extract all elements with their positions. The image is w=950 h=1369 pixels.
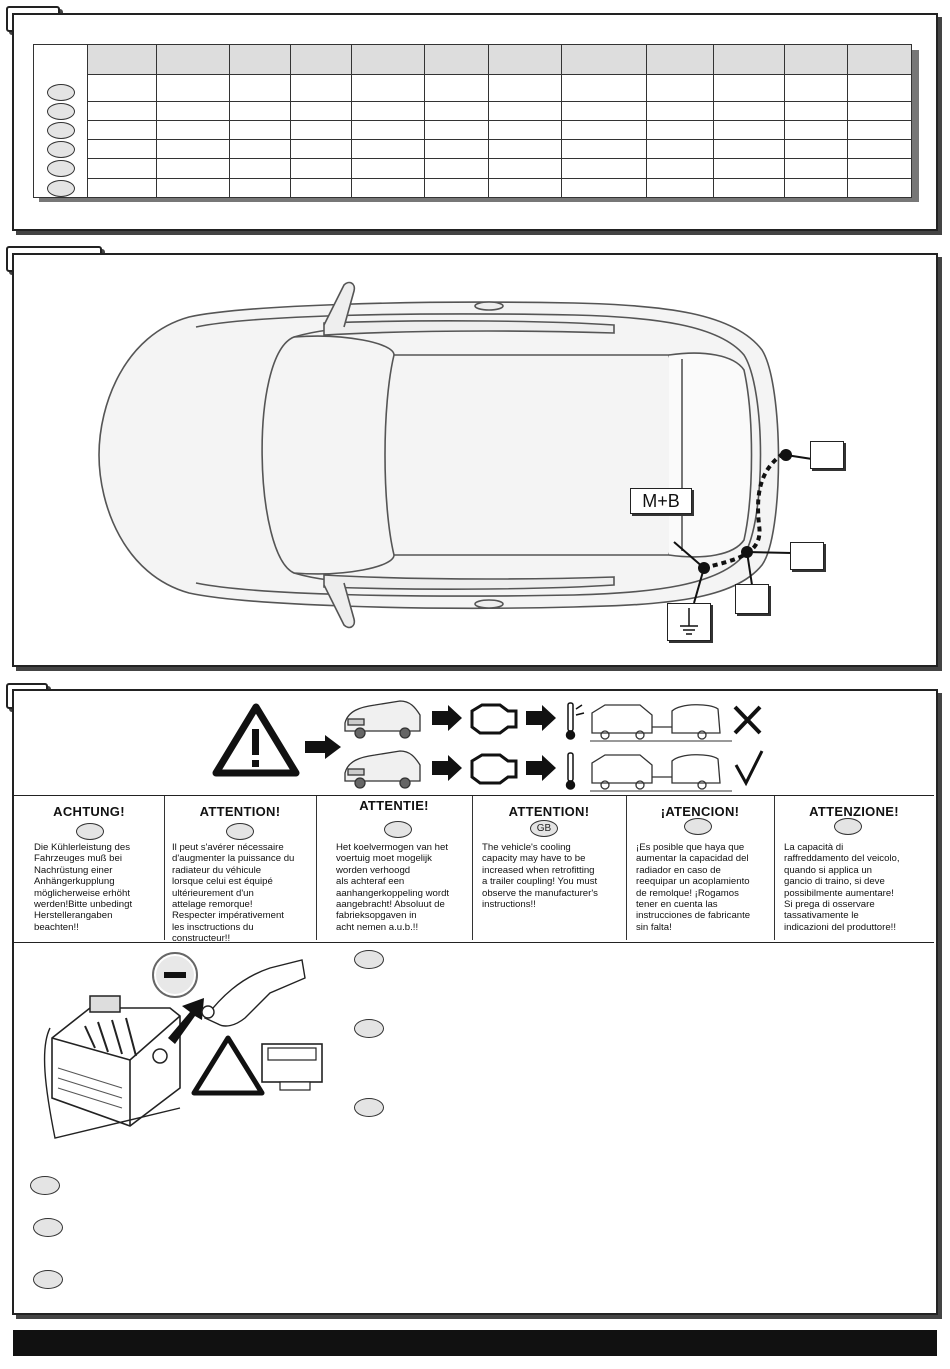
step-marker-oval [354, 1098, 384, 1117]
row-marker-oval [47, 141, 75, 158]
connector-label-box-upper [810, 441, 844, 469]
table-row [34, 119, 912, 141]
connector-label-box-lower [735, 584, 769, 614]
arrow-right-icon [305, 735, 341, 759]
warning-title: ACHTUNG! [53, 804, 125, 819]
multilingual-warning-band: ACHTUNG! Die Kühlerleistung des Fahrzeug… [14, 795, 934, 944]
footer-bar [13, 1330, 937, 1356]
warning-title: ATTENTIE! [359, 798, 429, 813]
warning-text: ¡Es posible que haya que aumentar la cap… [636, 842, 751, 933]
ground-label-box [667, 603, 711, 641]
row-marker-oval [47, 103, 75, 120]
warning-title: ATTENZIONE! [809, 804, 899, 819]
car-top-view-diagram [98, 281, 813, 629]
table-row [34, 177, 912, 199]
warning-text: The vehicle's cooling capacity may have … [482, 842, 598, 911]
step-marker-oval [33, 1270, 63, 1289]
warning-text: La capacità di raffreddamento del veicol… [784, 842, 900, 933]
warning-title: ATTENTION! [199, 804, 281, 819]
step-marker-oval [354, 950, 384, 969]
language-badge [684, 818, 712, 835]
row-marker-oval [47, 160, 75, 177]
battery-disconnect-illustration [43, 952, 323, 1139]
warning-text: Il peut s'avérer nécessaire d'augmenter … [172, 842, 295, 945]
warning-fr: ATTENTION! Il peut s'avérer nécessaire d… [164, 796, 317, 944]
warning-text: Die Kühlerleistung des Fahrzeuges muß be… [34, 842, 133, 933]
cooling-sequence-allowed [344, 750, 764, 792]
row-marker-oval [47, 122, 75, 139]
language-badge [834, 818, 862, 835]
step-marker-oval [33, 1218, 63, 1237]
warning-title: ¡ATENCION! [660, 804, 740, 819]
table-row [34, 74, 912, 102]
warning-text: Het koelvermogen van het voertuig moet m… [336, 842, 450, 933]
connector-label-box-right [790, 542, 824, 570]
step-marker-oval [30, 1176, 60, 1195]
table-row [34, 139, 912, 160]
row-marker-oval [47, 180, 75, 197]
warning-it: ATTENZIONE! La capacità di raffreddament… [774, 796, 934, 940]
language-badge: GB [530, 820, 558, 837]
table-row [34, 158, 912, 179]
step-marker-oval [354, 1019, 384, 1038]
language-badge [384, 821, 412, 838]
warning-de: ACHTUNG! Die Kühlerleistung des Fahrzeug… [14, 796, 165, 940]
warning-es: ¡ATENCION! ¡Es posible que haya que aume… [626, 796, 775, 940]
cooling-sequence-not-allowed [344, 700, 762, 742]
mb-connector-label: M+B [630, 488, 692, 514]
warning-title: ATTENTION! [508, 804, 590, 819]
language-badge [226, 823, 254, 840]
warning-gb: ATTENTION! GB The vehicle's cooling capa… [472, 796, 627, 940]
section3-panel [12, 689, 938, 1315]
table-header-row [33, 43, 912, 198]
warning-triangle-icon [212, 703, 300, 777]
warning-nl: ATTENTIE! Het koelvermogen van het voert… [316, 796, 473, 940]
language-badge [76, 823, 104, 840]
vehicle-data-table [33, 43, 912, 199]
row-marker-oval [47, 84, 75, 101]
table-row [34, 100, 912, 121]
ground-icon [680, 608, 698, 635]
